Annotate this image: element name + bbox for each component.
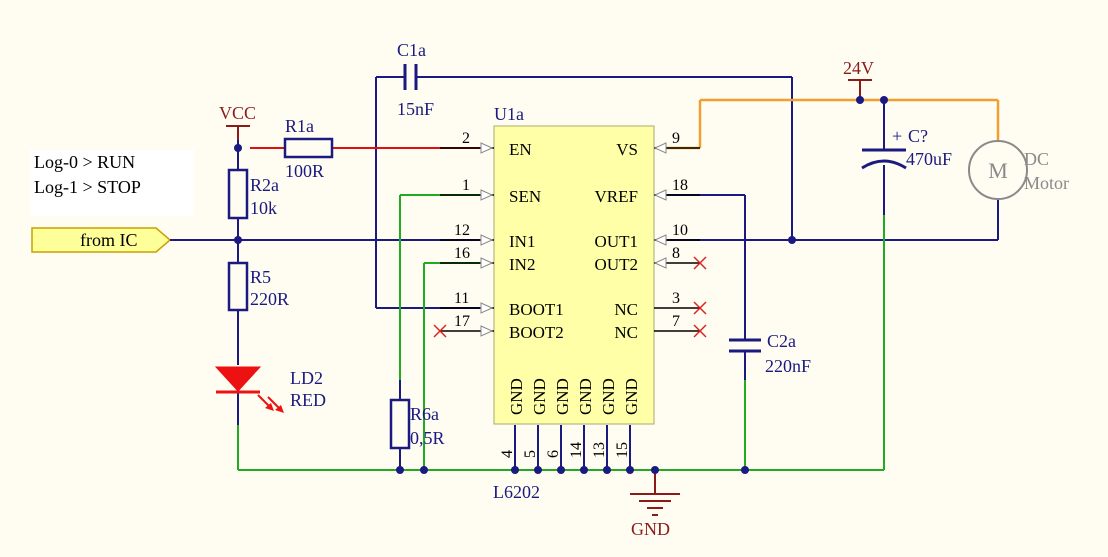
vcc-label: VCC <box>219 103 256 123</box>
capacitor-c1a: C1a 15nF <box>397 40 434 119</box>
r2a-value: 10k <box>250 198 277 218</box>
pin-num-gnd-5: 5 <box>522 450 539 458</box>
cbig-plus: + <box>892 126 902 146</box>
pin-name-out1: OUT1 <box>595 232 638 251</box>
led-ld2: LD2 RED <box>214 366 326 413</box>
resistor-r1a: R1a 100R <box>283 116 334 181</box>
capacitor-c-electrolytic: + C? 470uF <box>861 126 952 170</box>
cbig-ref: C? <box>908 126 928 146</box>
pin-num-out1: 10 <box>672 222 688 239</box>
note-line-2: Log-1 > STOP <box>34 177 141 197</box>
ic-designator: U1a <box>494 104 524 124</box>
no-connect-marks <box>433 256 707 338</box>
pin-name-nc-2: NC <box>614 323 638 342</box>
resistor-r6a: R6a 0,5R <box>389 398 445 450</box>
note-line-1: Log-0 > RUN <box>34 152 135 172</box>
note-box: Log-0 > RUN Log-1 > STOP <box>30 150 194 216</box>
pin-name-gnd-6: GND <box>553 378 572 415</box>
input-port: from IC <box>31 227 172 253</box>
c2a-ref: C2a <box>767 331 796 351</box>
v24-symbol: 24V <box>843 58 874 100</box>
c1a-value: 15nF <box>397 99 434 119</box>
pin-num-vs: 9 <box>672 130 680 147</box>
cbig-value: 470uF <box>906 149 952 169</box>
c1a-ref: C1a <box>397 40 426 60</box>
c2a-value: 220nF <box>765 356 811 376</box>
pin-num-in2: 16 <box>454 245 470 262</box>
motor-symbol: M <box>988 158 1008 183</box>
pin-name-boot2: BOOT2 <box>509 323 564 342</box>
pin-num-gnd-6: 6 <box>545 450 562 458</box>
input-port-label: from IC <box>80 230 138 250</box>
pin-name-gnd-15: GND <box>622 378 641 415</box>
r6a-value: 0,5R <box>410 428 445 448</box>
pin-name-gnd-5: GND <box>530 378 549 415</box>
pin-num-boot2: 17 <box>454 313 470 330</box>
gnd-symbol: GND <box>630 470 680 539</box>
pin-num-nc-1: 3 <box>672 290 680 307</box>
pin-num-gnd-14: 14 <box>568 442 585 458</box>
capacitor-c2a: C2a 220nF <box>729 331 811 376</box>
dc-motor: M DC Motor <box>968 140 1069 200</box>
r1a-ref: R1a <box>285 116 314 136</box>
r2a-ref: R2a <box>250 175 279 195</box>
r5-ref: R5 <box>250 267 271 287</box>
ld2-ref: LD2 <box>290 368 323 388</box>
pin-num-boot1: 11 <box>454 290 469 307</box>
pin-name-sen: SEN <box>509 187 541 206</box>
pin-num-gnd-15: 15 <box>614 442 631 458</box>
pin-num-gnd-4: 4 <box>499 450 516 458</box>
wires-orange <box>655 98 1000 150</box>
motor-label-2: Motor <box>1024 173 1069 193</box>
pin-name-in2: IN2 <box>509 255 535 274</box>
pin-name-in1: IN1 <box>509 232 535 251</box>
pin-name-gnd-4: GND <box>507 378 526 415</box>
r5-value: 220R <box>250 289 289 309</box>
pin-num-vref: 18 <box>672 177 688 194</box>
vcc-symbol: VCC <box>219 103 256 140</box>
ld2-value: RED <box>290 390 326 410</box>
pin-num-out2: 8 <box>672 245 680 262</box>
ic-part: L6202 <box>493 482 540 502</box>
pin-num-en: 2 <box>462 130 470 147</box>
pin-name-gnd-13: GND <box>599 378 618 415</box>
pin-name-nc-1: NC <box>614 300 638 319</box>
pin-name-vref: VREF <box>595 187 638 206</box>
gnd-label: GND <box>631 519 670 539</box>
pin-name-gnd-14: GND <box>576 378 595 415</box>
r1a-value: 100R <box>285 161 324 181</box>
pin-num-sen: 1 <box>462 177 470 194</box>
pin-name-vs: VS <box>616 140 638 159</box>
pin-name-en: EN <box>509 140 532 159</box>
pin-name-boot1: BOOT1 <box>509 300 564 319</box>
wires-blue <box>170 76 999 492</box>
pin-num-gnd-13: 13 <box>591 442 608 458</box>
v24-label: 24V <box>843 58 874 78</box>
pin-num-nc-2: 7 <box>672 313 680 330</box>
pin-num-in1: 12 <box>454 222 470 239</box>
resistor-r2a: R2a 10k <box>227 168 279 220</box>
ic-u1a: U1a L6202 2 1 12 1 <box>440 104 700 502</box>
junction-dots <box>234 96 888 474</box>
r6a-ref: R6a <box>410 404 439 424</box>
pin-name-out2: OUT2 <box>595 255 638 274</box>
resistor-r5: R5 220R <box>227 261 289 312</box>
motor-label-1: DC <box>1024 149 1049 169</box>
